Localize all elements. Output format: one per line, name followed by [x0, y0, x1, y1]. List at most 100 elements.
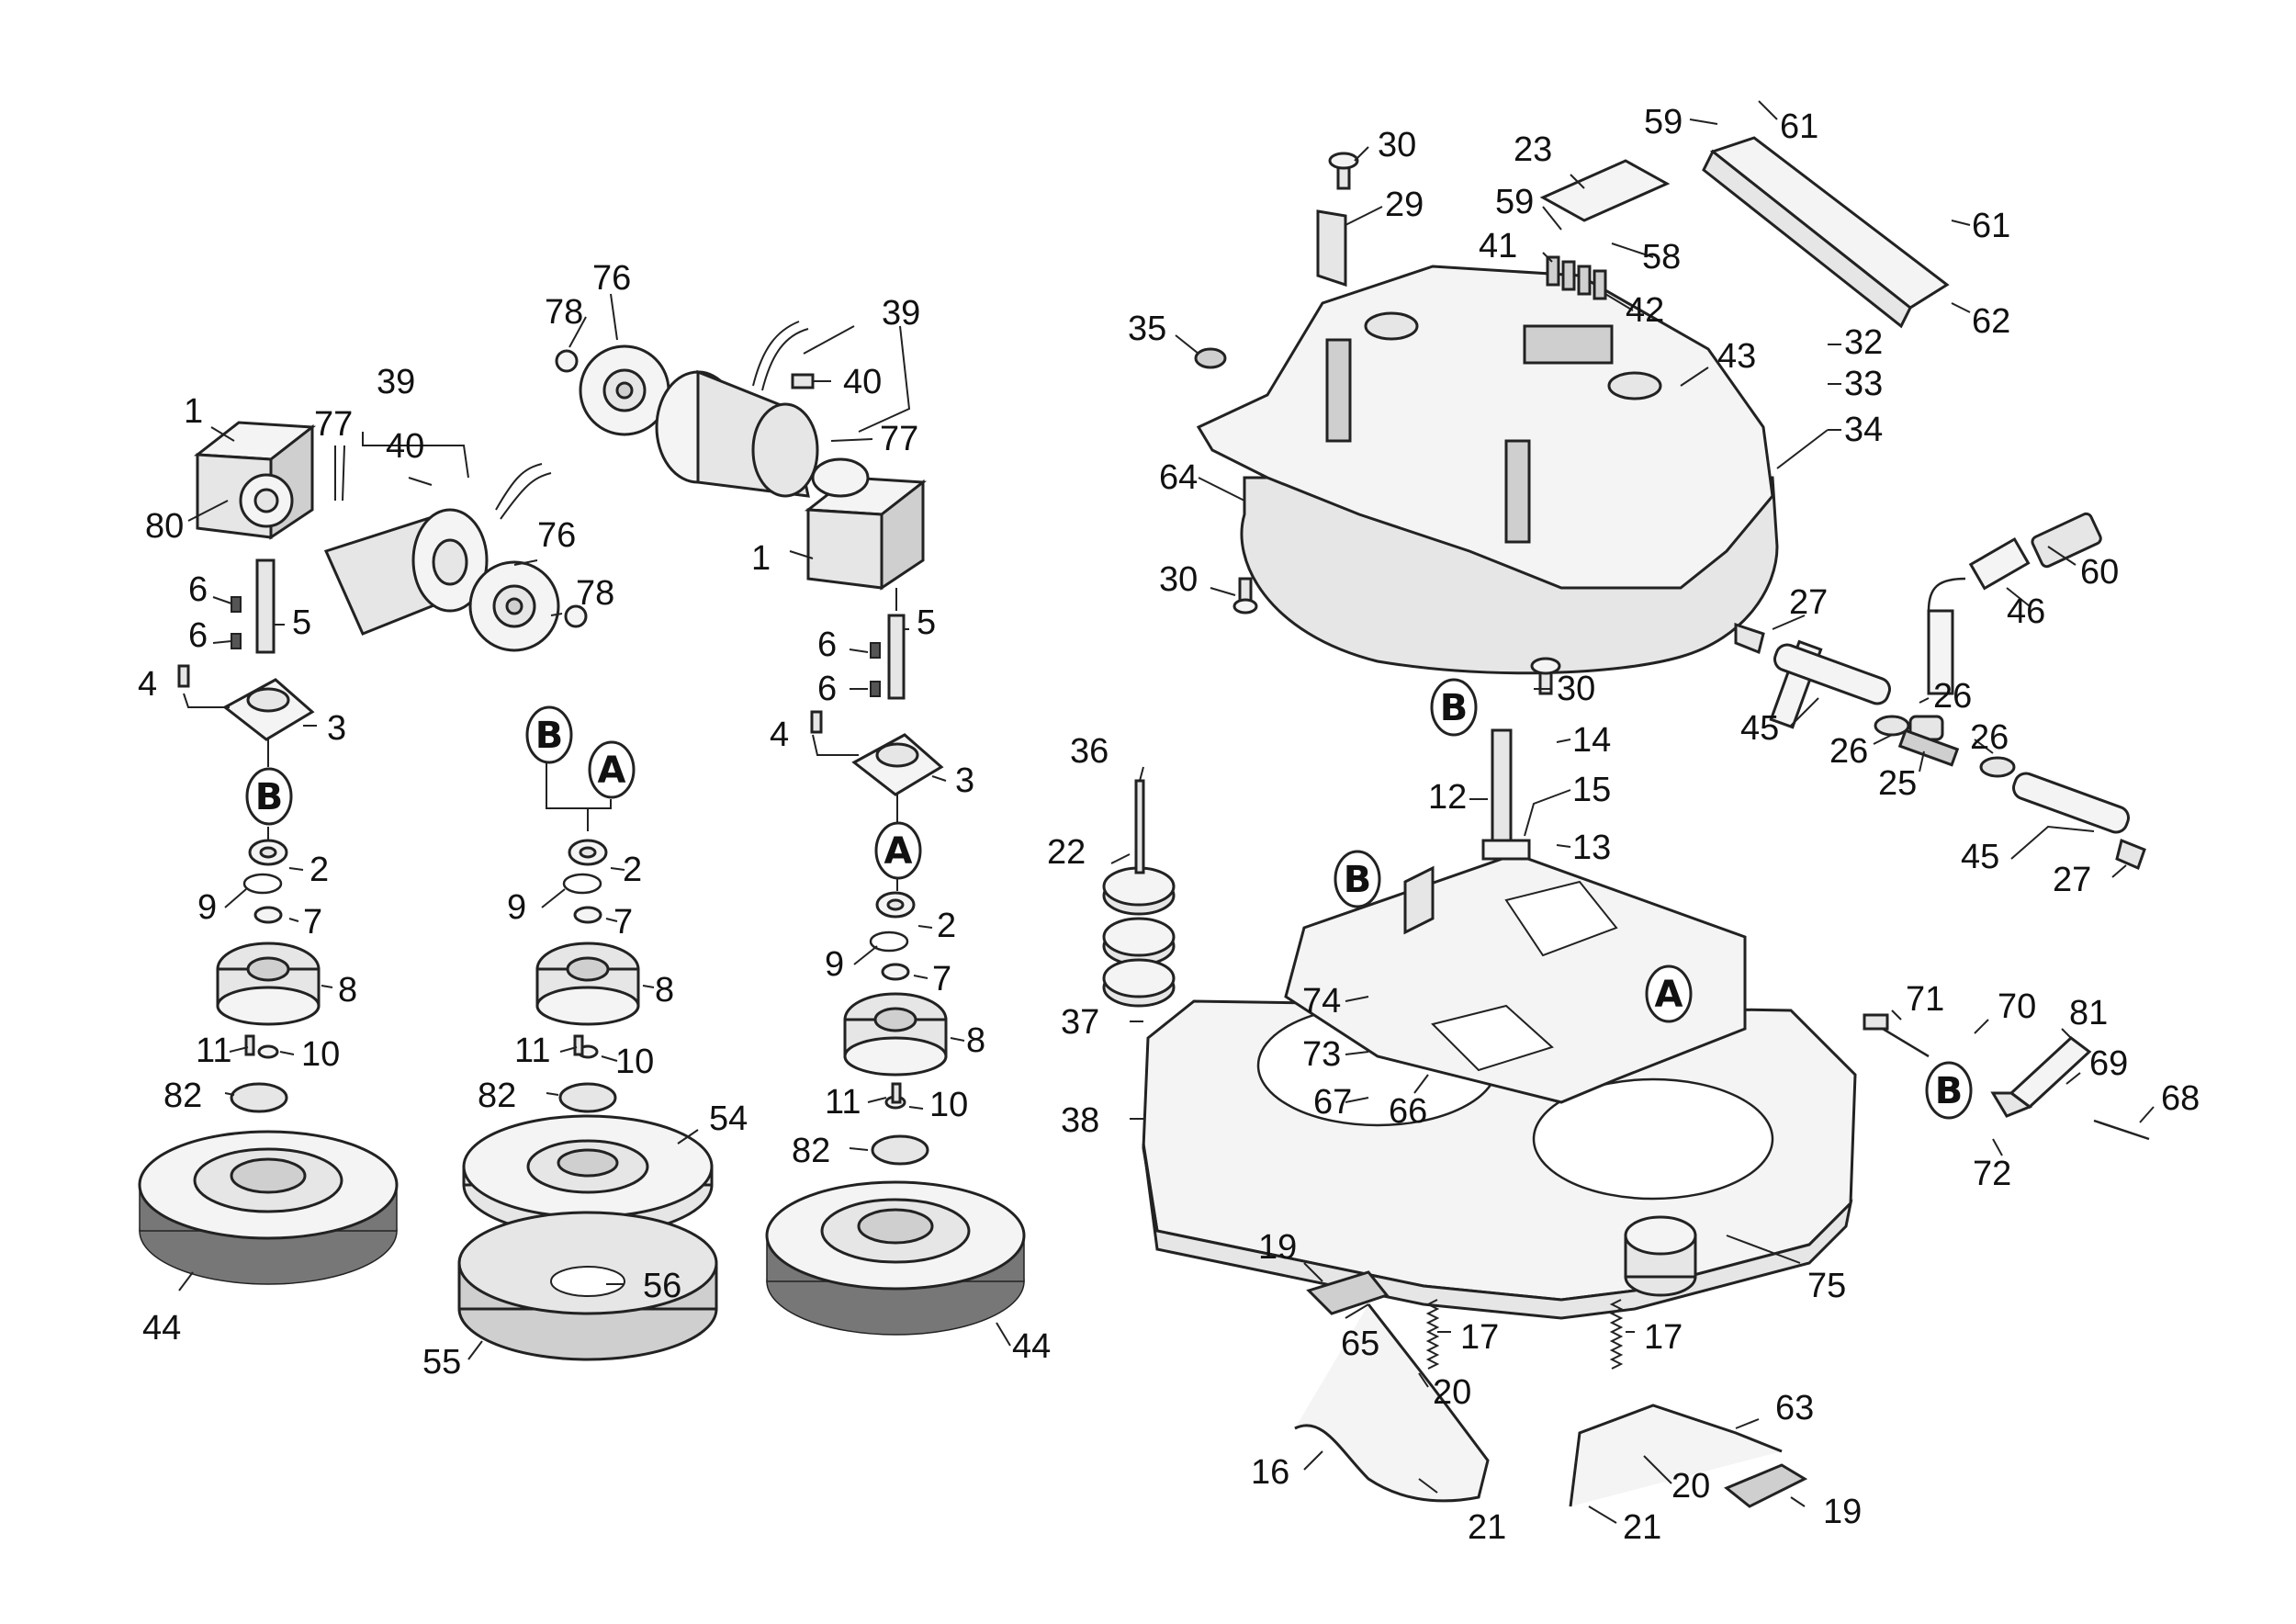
label-8: 8 [655, 971, 674, 1009]
label-65: 65 [1341, 1325, 1379, 1363]
label-2: 2 [310, 851, 329, 889]
label-9: 9 [197, 888, 217, 927]
label-3: 3 [955, 761, 974, 800]
label-74: 74 [1302, 982, 1341, 1021]
label-21: 21 [1623, 1508, 1661, 1547]
label-42: 42 [1626, 291, 1664, 330]
label-3: 3 [327, 709, 346, 748]
label-6: 6 [817, 626, 837, 664]
label-10: 10 [301, 1035, 340, 1074]
label-1: 1 [184, 392, 203, 431]
lever-part-81 [1990, 1036, 2150, 1141]
label-44: 44 [1012, 1327, 1051, 1366]
badge-b-lever: B [1925, 1061, 1973, 1120]
label-40: 40 [843, 363, 882, 401]
label-32: 32 [1844, 323, 1883, 362]
label-14: 14 [1572, 721, 1611, 760]
filter-part-62 [1702, 136, 1950, 329]
part-number-labels: 1 80 77 39 40 76 78 6 5 6 4 3 2 9 7 8 11… [138, 103, 2200, 1547]
label-21: 21 [1468, 1508, 1506, 1547]
label-34: 34 [1844, 411, 1883, 449]
label-7: 7 [932, 960, 951, 998]
spring-part-17-right [1609, 1299, 1624, 1370]
label-11: 11 [196, 1032, 231, 1070]
leader-lines [178, 100, 2155, 1524]
label-26: 26 [1829, 732, 1868, 771]
label-39: 39 [882, 294, 920, 333]
label-82: 82 [163, 1077, 202, 1115]
label-78: 78 [545, 293, 583, 332]
label-61: 61 [1780, 107, 1818, 146]
label-45: 45 [1961, 838, 1999, 876]
svg-text:A: A [884, 830, 913, 873]
label-62: 62 [1972, 302, 2010, 341]
label-8: 8 [966, 1021, 985, 1060]
hose-assembly [1734, 512, 2146, 871]
label-36: 36 [1070, 732, 1109, 771]
frame-plate [1284, 728, 1747, 1104]
svg-text:B: B [1935, 1070, 1964, 1112]
label-60: 60 [2080, 553, 2119, 592]
label-76: 76 [537, 516, 576, 555]
label-38: 38 [1061, 1101, 1099, 1140]
label-27: 27 [2053, 861, 2091, 899]
pad-driver-assembly [457, 839, 718, 1361]
label-15: 15 [1572, 771, 1611, 809]
label-9: 9 [507, 888, 526, 927]
label-67: 67 [1313, 1083, 1352, 1122]
shaft-part-5-left [255, 558, 276, 654]
label-10: 10 [929, 1086, 968, 1124]
label-23: 23 [1514, 130, 1552, 169]
badge-a-right: A [874, 821, 922, 880]
label-6: 6 [817, 670, 837, 708]
label-58: 58 [1642, 238, 1681, 276]
label-46: 46 [2007, 592, 2045, 631]
label-4: 4 [770, 716, 789, 754]
label-69: 69 [2089, 1044, 2128, 1083]
label-30: 30 [1378, 126, 1416, 164]
label-68: 68 [2161, 1079, 2200, 1118]
label-30: 30 [1159, 560, 1198, 599]
label-82: 82 [792, 1132, 830, 1170]
label-19: 19 [1258, 1228, 1297, 1267]
linkage-part-19-left [1306, 1270, 1390, 1315]
label-41: 41 [1479, 227, 1517, 265]
label-5: 5 [292, 603, 311, 642]
label-11: 11 [514, 1032, 550, 1070]
label-35: 35 [1128, 310, 1166, 348]
svg-text:A: A [1655, 974, 1683, 1016]
label-64: 64 [1159, 458, 1198, 497]
label-76: 76 [592, 259, 631, 298]
reference-badges: B B A A B B A B [245, 678, 1973, 1120]
label-78: 78 [576, 574, 614, 613]
badge-b-tank: B [1430, 678, 1478, 737]
motor-left [323, 463, 552, 636]
label-7: 7 [303, 903, 322, 942]
label-81: 81 [2069, 994, 2108, 1032]
badge-a-mid: A [588, 740, 636, 799]
label-2: 2 [937, 907, 956, 945]
label-29: 29 [1385, 186, 1424, 224]
label-20: 20 [1671, 1467, 1710, 1506]
badge-b-frame: B [1334, 850, 1381, 908]
label-8: 8 [338, 971, 357, 1009]
washer-part-78-left [564, 604, 588, 628]
label-9: 9 [825, 945, 844, 984]
label-12: 12 [1428, 778, 1467, 817]
label-4: 4 [138, 665, 157, 704]
label-10: 10 [615, 1043, 654, 1081]
badge-b-mid: B [525, 705, 573, 764]
handle-part-71 [1863, 1013, 1930, 1058]
recovery-tank-part-43 [1194, 209, 1779, 675]
label-70: 70 [1998, 987, 2036, 1026]
fan-part-76-left [468, 560, 560, 652]
badge-b-left: B [245, 767, 293, 826]
label-56: 56 [643, 1267, 681, 1305]
svg-text:B: B [1440, 687, 1469, 729]
left-brush-drive-assembly [138, 421, 588, 1285]
label-30: 30 [1557, 670, 1595, 708]
label-11: 11 [825, 1083, 861, 1122]
label-5: 5 [917, 603, 936, 642]
label-73: 73 [1302, 1035, 1341, 1074]
label-1: 1 [751, 539, 771, 578]
